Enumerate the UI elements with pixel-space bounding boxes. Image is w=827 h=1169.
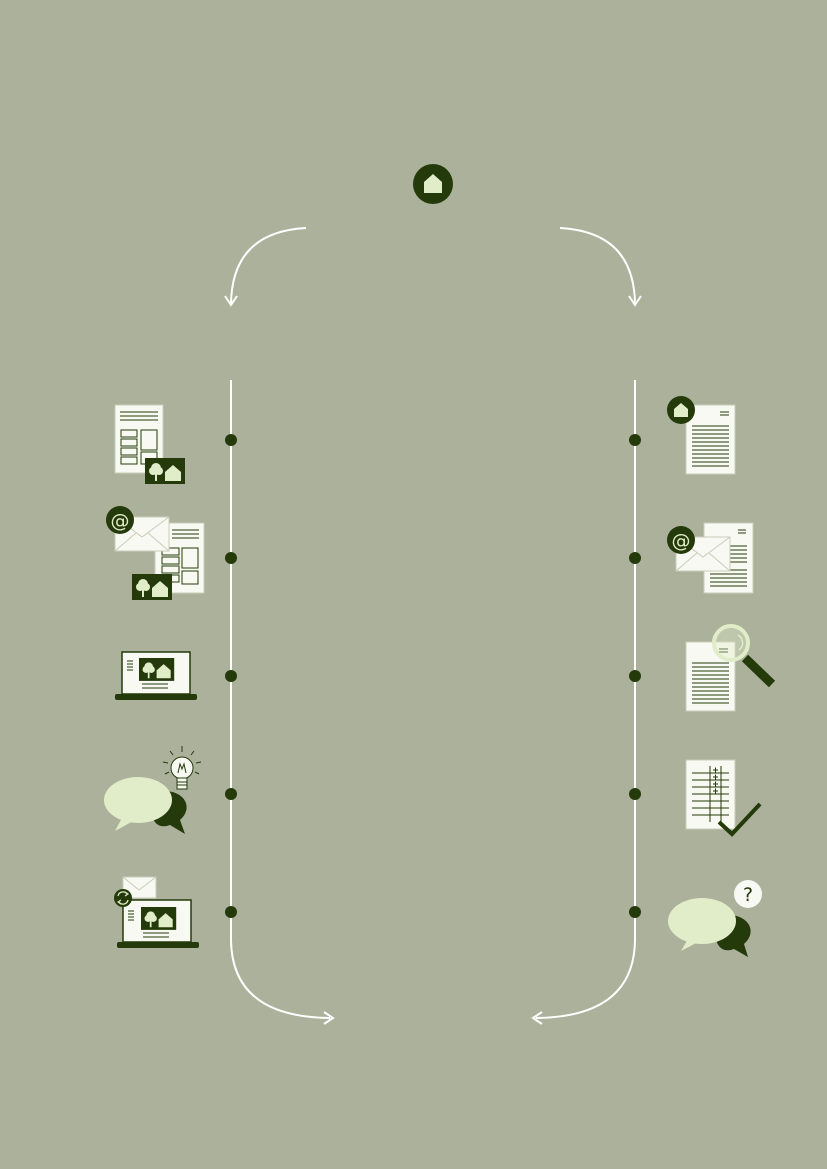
house-document-icon xyxy=(667,396,736,475)
email-document-icon: @ xyxy=(667,522,754,594)
at-symbol: @ xyxy=(672,530,691,552)
laptop-update-mail-icon xyxy=(114,876,199,948)
right-dot-4 xyxy=(629,788,641,800)
document-magnifier-icon xyxy=(685,624,776,712)
laptop-listing-icon xyxy=(115,651,197,700)
speech-bubbles-idea-icon xyxy=(104,746,202,834)
left-dot-5 xyxy=(225,906,237,918)
floorplan-with-house-photo-icon xyxy=(114,404,185,484)
right-dot-5 xyxy=(629,906,641,918)
top-left-arrow xyxy=(224,227,307,307)
left-dot-2 xyxy=(225,552,237,564)
checklist-check-icon xyxy=(685,759,762,837)
right-dot-1 xyxy=(629,434,641,446)
speech-bubbles-question-icon: ? xyxy=(668,880,762,957)
left-dot-3 xyxy=(225,670,237,682)
right-dots xyxy=(629,434,641,918)
left-dot-1 xyxy=(225,434,237,446)
right-timeline xyxy=(531,380,636,1025)
home-badge-icon xyxy=(413,164,453,204)
at-symbol: @ xyxy=(111,510,130,532)
left-timeline xyxy=(230,380,335,1025)
top-right-arrow xyxy=(559,227,642,307)
question-mark: ? xyxy=(743,884,753,906)
left-dot-4 xyxy=(225,788,237,800)
right-dot-2 xyxy=(629,552,641,564)
right-dot-3 xyxy=(629,670,641,682)
email-with-floorplan-icon: @ xyxy=(106,506,205,600)
lightbulb-icon xyxy=(162,746,202,790)
left-dots xyxy=(225,434,237,918)
